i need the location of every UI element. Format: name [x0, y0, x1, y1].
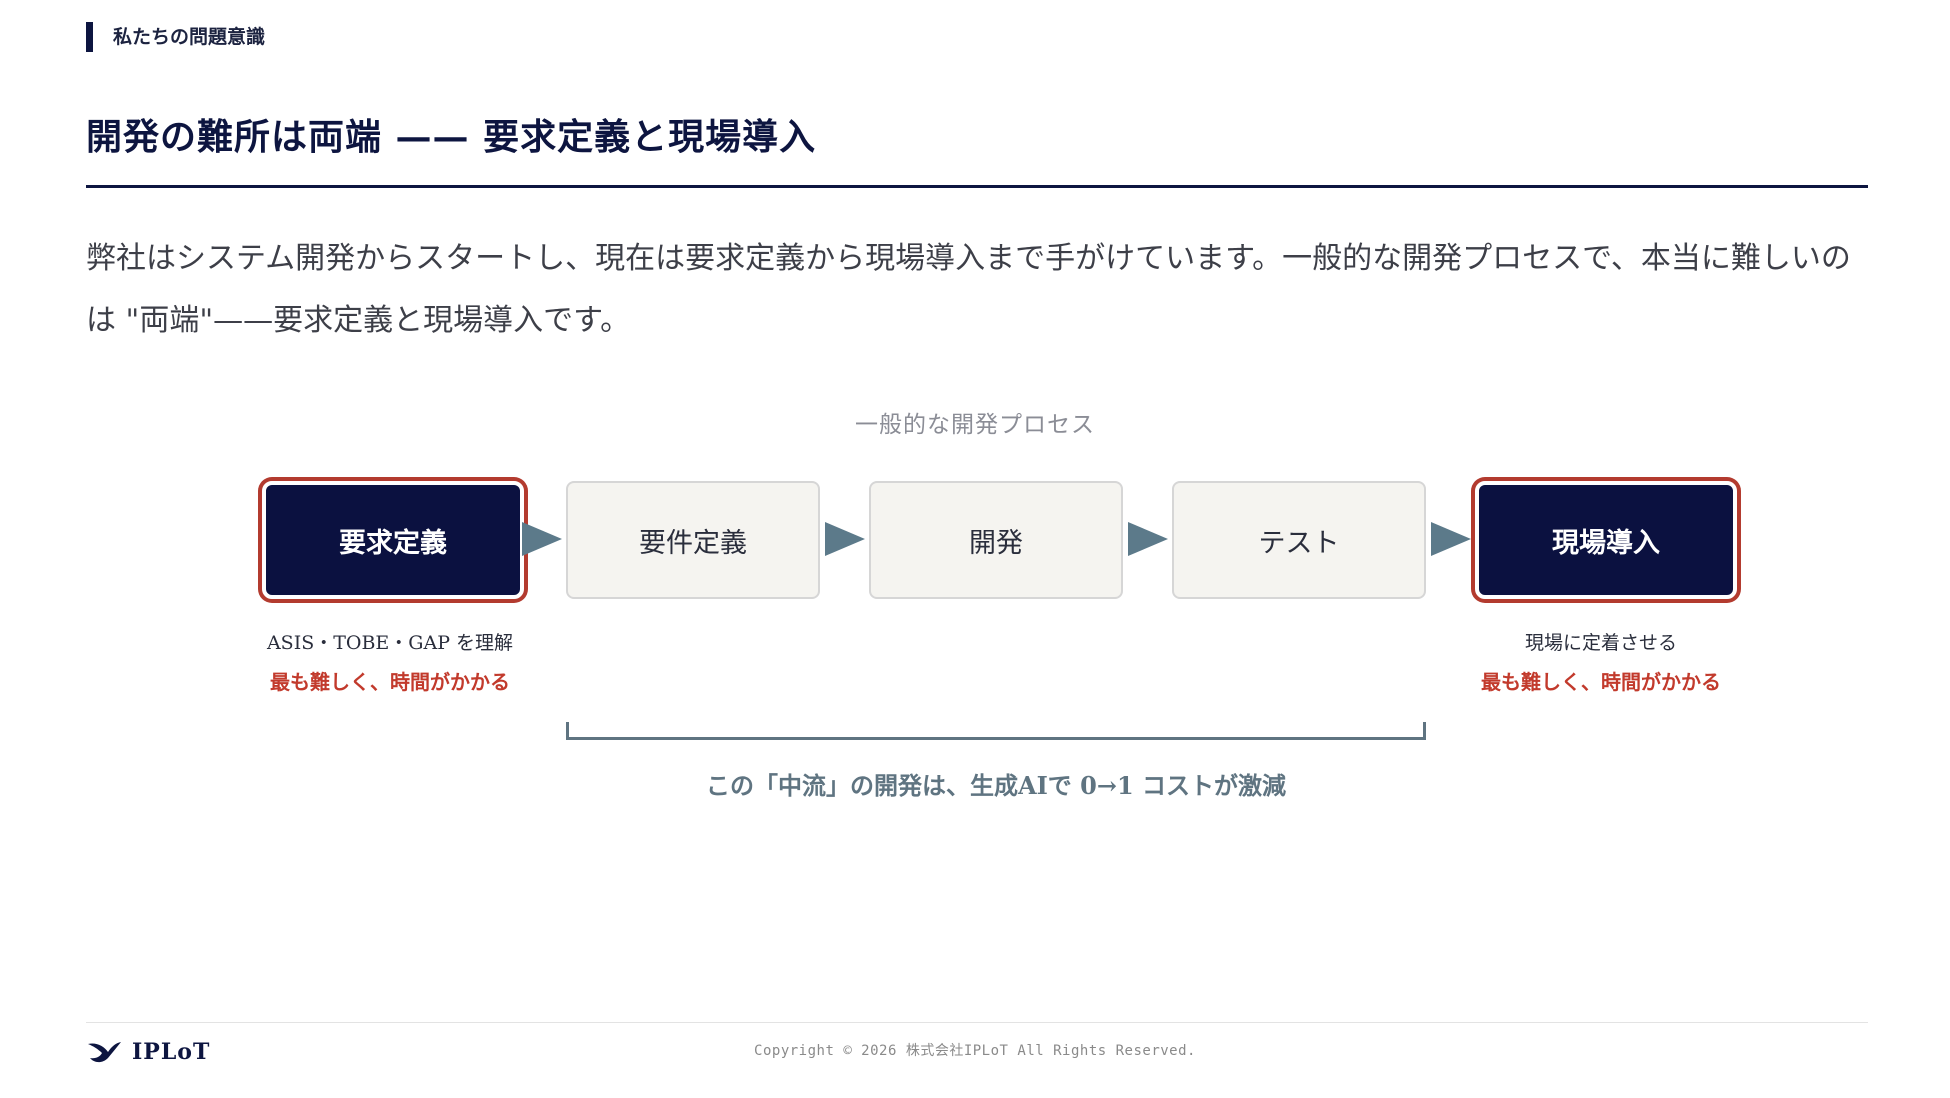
- logo-text: IPLoT: [132, 1039, 211, 1065]
- right-emphasis: 最も難しく、時間がかかる: [1481, 670, 1721, 694]
- bracket-caption: この「中流」の開発は、生成AIで 0→1 コストが激減: [705, 771, 1287, 800]
- step-test: テスト: [1172, 481, 1426, 599]
- arrow-right-icon: [1128, 522, 1168, 556]
- company-logo: IPLoT: [86, 1036, 210, 1068]
- copyright: Copyright © 2026 株式会社IPLoT All Rights Re…: [754, 1043, 1196, 1059]
- right-note: 現場に定着させる: [1524, 632, 1677, 654]
- midstream-bracket: [566, 722, 1426, 740]
- step-field-deployment: 現場導入: [1475, 481, 1737, 599]
- left-note: ASIS・TOBE・GAP を理解: [266, 632, 514, 654]
- title-divider: [86, 185, 1868, 188]
- section-label: 私たちの問題意識: [86, 22, 265, 52]
- step-specification-definition: 要件定義: [566, 481, 820, 599]
- process-caption: 一般的な開発プロセス: [855, 412, 1095, 438]
- arrow-right-icon: [1431, 522, 1471, 556]
- lead-paragraph: 弊社はシステム開発からスタートし、現在は要求定義から現場導入まで手がけています。…: [86, 241, 1851, 338]
- bird-logo-icon: [88, 1042, 121, 1063]
- step-requirements-definition: 要求定義: [262, 481, 524, 599]
- step-development: 開発: [869, 481, 1123, 599]
- footer-divider: [86, 1022, 1868, 1023]
- arrow-right-icon: [522, 522, 562, 556]
- page-title: 開発の難所は両端 —— 要求定義と現場導入: [86, 116, 817, 158]
- left-emphasis: 最も難しく、時間がかかる: [270, 670, 510, 694]
- arrow-right-icon: [825, 522, 865, 556]
